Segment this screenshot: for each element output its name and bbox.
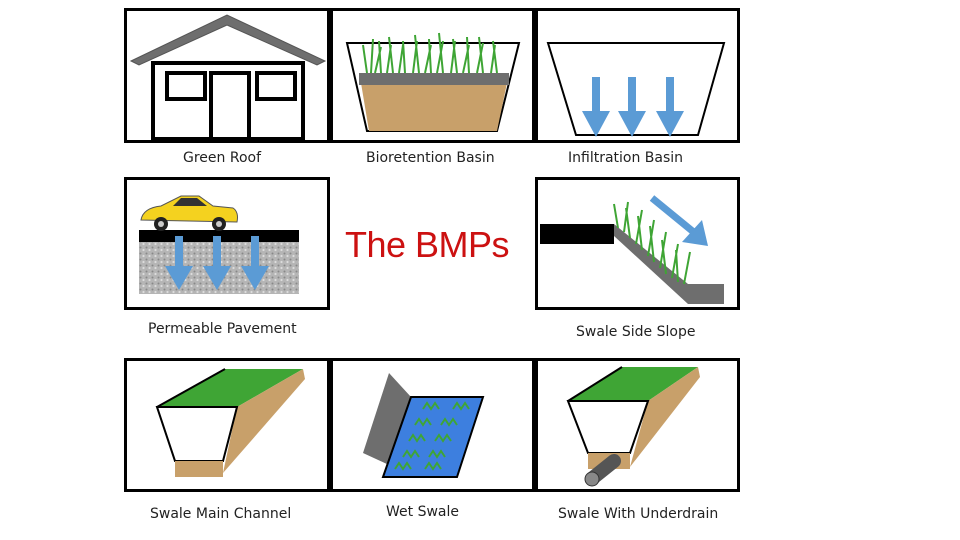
caption-wet-swale: Wet Swale: [386, 504, 459, 520]
infiltration-basin-icon: [546, 42, 726, 137]
car-icon: [140, 195, 238, 231]
caption-infiltration-basin: Infiltration Basin: [568, 150, 684, 166]
caption-swale-main-channel: Swale Main Channel: [150, 506, 292, 522]
tile-wet-swale: [330, 358, 535, 492]
water-arrow-icon: [649, 195, 708, 246]
swale-with-underdrain-icon: [566, 366, 700, 487]
permeable-pavement-icon: [139, 195, 299, 294]
swale-side-slope-icon: [540, 195, 724, 304]
pipe-icon: [584, 454, 621, 487]
tile-bioretention-basin: [330, 8, 535, 143]
tile-permeable-pavement: [124, 177, 330, 310]
caption-bioretention-basin: Bioretention Basin: [366, 150, 495, 166]
page-title: The BMPs: [345, 224, 510, 265]
house-icon: [129, 14, 327, 140]
water-arrow-icon: [165, 236, 269, 290]
tile-infiltration-basin: [535, 8, 740, 143]
tile-green-roof: [124, 8, 330, 143]
bioretention-basin-icon: [345, 32, 521, 132]
caption-green-roof: Green Roof: [183, 150, 262, 166]
caption-swale-with-underdrain: Swale With Underdrain: [558, 506, 719, 522]
water-arrow-icon: [582, 77, 684, 137]
caption-permeable-pavement: Permeable Pavement: [148, 321, 297, 337]
wet-swale-icon: [363, 373, 485, 478]
tile-swale-side-slope: [535, 177, 740, 310]
swale-main-channel-icon: [155, 368, 305, 477]
caption-swale-side-slope: Swale Side Slope: [576, 324, 696, 340]
tile-swale-with-underdrain: [535, 358, 740, 492]
tile-swale-main-channel: [124, 358, 330, 492]
